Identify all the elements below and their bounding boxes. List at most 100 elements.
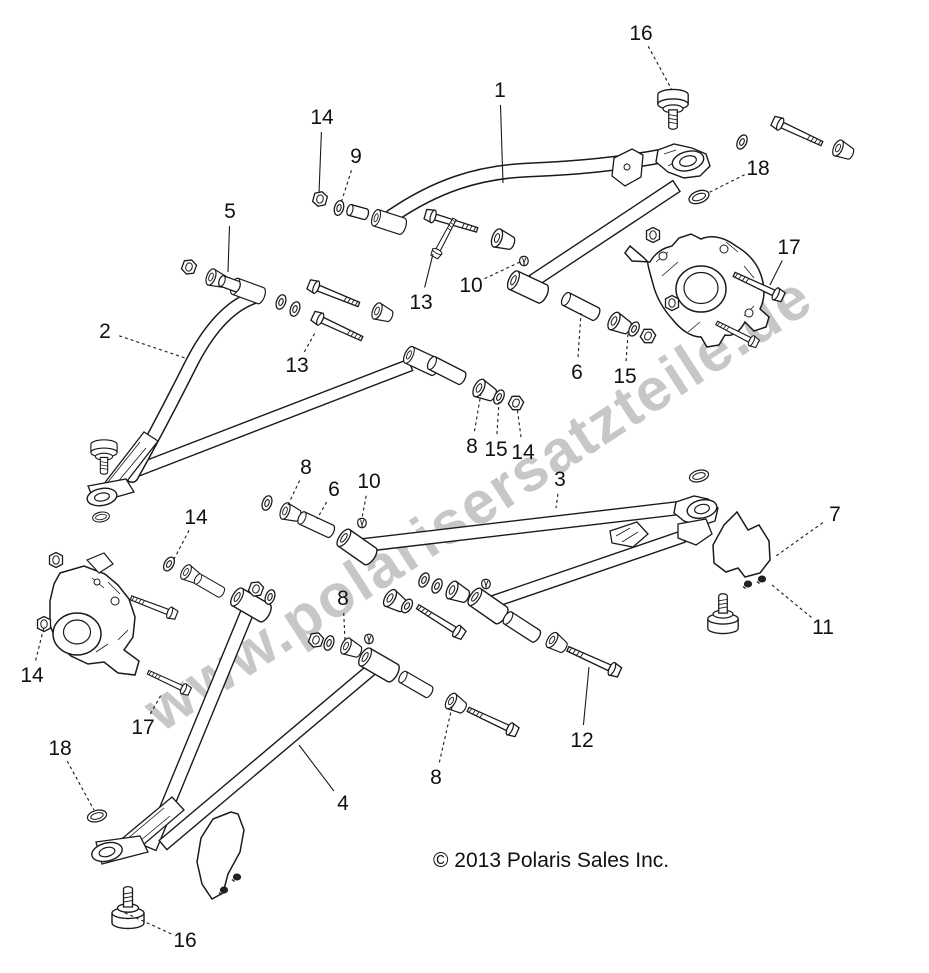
callout-11: 11 (812, 616, 834, 639)
callout-leader-13 (424, 253, 434, 288)
callout-8: 8 (337, 587, 349, 610)
washer (332, 198, 346, 218)
part-left-steering-knuckle (49, 552, 140, 676)
bolt (413, 600, 468, 642)
callout-leader-8 (287, 480, 301, 506)
callout-8: 8 (430, 766, 442, 789)
spacer-tube (295, 509, 337, 540)
callout-8: 8 (300, 456, 312, 479)
bushing (488, 226, 518, 254)
o-ring (687, 467, 711, 485)
callout-leader-2 (119, 335, 186, 359)
callout-14: 14 (20, 664, 44, 687)
ball-joint (90, 439, 118, 475)
pivot-sleeve (333, 526, 381, 568)
part-right-steering-knuckle (624, 233, 770, 348)
callout-leader-10 (484, 261, 521, 280)
retainer-clip (357, 517, 367, 529)
callout-8: 8 (466, 435, 478, 458)
ball-joint (657, 88, 689, 130)
bolt (305, 277, 362, 312)
callout-7: 7 (829, 503, 841, 526)
callout-16: 16 (173, 929, 196, 952)
callout-4: 4 (337, 792, 349, 815)
nut (306, 630, 326, 650)
nut (48, 551, 64, 569)
callout-16: 16 (629, 22, 652, 45)
o-ring (91, 510, 111, 524)
part-upper-left-control-arm (86, 276, 444, 507)
callout-3: 3 (554, 468, 566, 491)
callout-leader-14 (172, 530, 190, 562)
callout-12: 12 (570, 729, 593, 752)
callout-leader-8 (473, 392, 482, 432)
callout-5: 5 (224, 200, 236, 223)
callout-18: 18 (746, 157, 769, 180)
callout-10: 10 (357, 470, 380, 493)
washer (259, 493, 275, 513)
spacer-tube (500, 609, 544, 645)
part-caliper-bracket-right (712, 510, 771, 578)
callout-leader-13 (303, 330, 317, 353)
callout-leader-6 (577, 312, 582, 358)
callout-leader-12 (582, 666, 590, 726)
bushing (369, 300, 396, 326)
spacer-tube (559, 290, 603, 323)
callout-leader-8 (438, 706, 453, 763)
callout-6: 6 (571, 361, 583, 384)
callout-14: 14 (184, 506, 208, 529)
retainer-clip (364, 633, 374, 645)
copyright-text: © 2013 Polaris Sales Inc. (433, 849, 670, 872)
bushing (829, 137, 857, 164)
hardware (36, 114, 857, 896)
callout-leader-3 (555, 493, 559, 509)
callout-leader-16 (122, 911, 172, 935)
washer (734, 132, 750, 152)
callout-leader-9 (340, 170, 352, 204)
part-lower-right-control-arm (333, 495, 719, 627)
callout-leader-14 (35, 626, 45, 661)
callout-leader-11 (771, 584, 812, 618)
callout-13: 13 (409, 291, 432, 314)
callout-18: 18 (48, 737, 71, 760)
nut (179, 257, 199, 277)
callout-leader-6 (316, 501, 328, 520)
callout-leader-4 (298, 744, 335, 792)
callout-9: 9 (350, 145, 362, 168)
part-upper-right-control-arm (369, 143, 711, 306)
retainer-clip (519, 255, 529, 267)
callout-2: 2 (99, 320, 111, 343)
washer (273, 292, 289, 312)
screw (756, 575, 767, 585)
callout-13: 13 (285, 354, 308, 377)
callout-leader-7 (775, 522, 824, 557)
callout-14: 14 (310, 106, 334, 129)
nut (311, 189, 329, 209)
callout-17: 17 (777, 236, 800, 259)
callout-leader-14 (318, 131, 322, 194)
callout-14: 14 (511, 441, 535, 464)
bushing (216, 274, 243, 294)
bolt (128, 591, 180, 622)
callout-leader-18 (66, 760, 95, 811)
washer (287, 299, 303, 319)
bushing (442, 690, 470, 718)
bushing (543, 629, 571, 657)
nut (664, 294, 680, 312)
callout-17: 17 (131, 716, 154, 739)
washer (416, 570, 432, 590)
callout-leader-18 (707, 174, 745, 194)
o-ring (686, 187, 712, 207)
bolt (769, 114, 826, 151)
bolt (145, 666, 193, 698)
callout-leader-15 (625, 333, 629, 362)
callout-leader-8 (343, 612, 346, 641)
bolt (309, 309, 366, 346)
part-lower-left-control-arm (91, 585, 403, 865)
bolt (564, 641, 624, 680)
screw (742, 580, 753, 590)
spacer-tube (425, 354, 469, 387)
callout-leader-15 (496, 401, 500, 435)
